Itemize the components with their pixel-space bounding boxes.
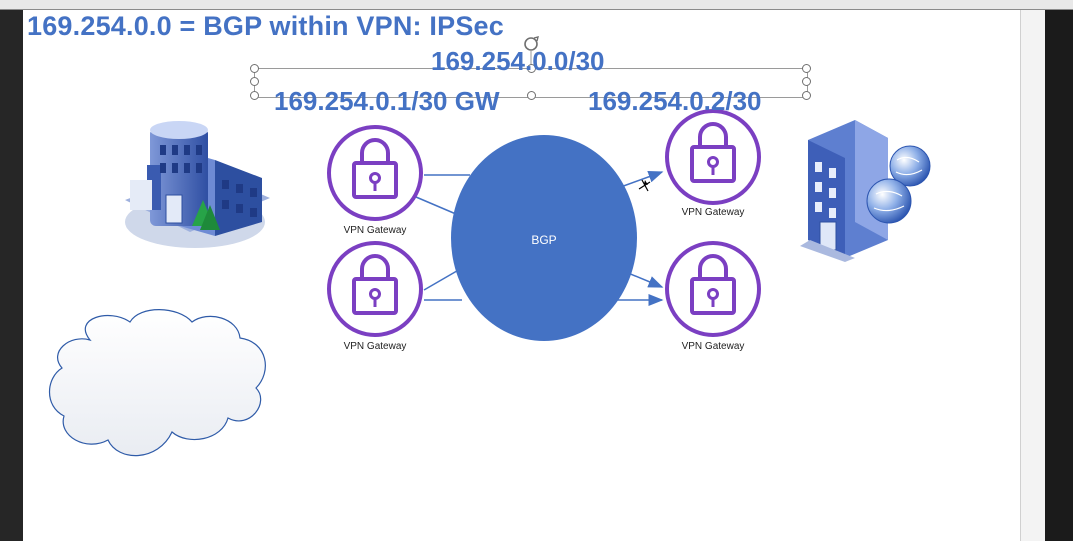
- lock-icon: [352, 254, 398, 315]
- peer-ip-label[interactable]: 169.254.0.2/30: [588, 86, 762, 116]
- mouse-cursor-icon: [638, 179, 651, 192]
- resize-handle[interactable]: [250, 64, 259, 73]
- resize-handle[interactable]: [802, 64, 811, 73]
- office-building-icon[interactable]: [125, 121, 270, 248]
- vpn-gateway-label: VPN Gateway: [343, 225, 407, 236]
- vpn-gateway-right-bottom[interactable]: [665, 241, 761, 337]
- canvas-gutter: [1020, 10, 1046, 541]
- top-ruler: [0, 0, 1073, 10]
- vpn-gateway-right-top[interactable]: [665, 109, 761, 205]
- page-title: 169.254.0.0 = BGP within VPN: IPSec: [27, 11, 504, 41]
- vertical-scrollbar[interactable]: [1045, 10, 1073, 541]
- lock-icon: [690, 254, 736, 315]
- lock-icon: [352, 138, 398, 199]
- cloud-shape[interactable]: [49, 309, 266, 457]
- vpn-gateway-label: VPN Gateway: [681, 341, 745, 352]
- bgp-circle[interactable]: [451, 135, 637, 341]
- bgp-label: BGP: [531, 233, 557, 247]
- globe-building-icon[interactable]: [800, 120, 931, 262]
- gateway-ip-label[interactable]: 169.254.0.1/30 GW: [274, 86, 500, 116]
- resize-handle[interactable]: [802, 91, 811, 100]
- vpn-gateway-label: VPN Gateway: [681, 207, 745, 218]
- resize-handle[interactable]: [250, 91, 259, 100]
- resize-handle[interactable]: [527, 64, 536, 73]
- vpn-gateway-left-top[interactable]: [327, 125, 423, 221]
- resize-handle[interactable]: [250, 77, 259, 86]
- subnet-label[interactable]: 169.254.0.0/30: [431, 46, 605, 76]
- resize-handle[interactable]: [802, 77, 811, 86]
- vpn-gateway-label: VPN Gateway: [343, 341, 407, 352]
- resize-handle[interactable]: [527, 91, 536, 100]
- vpn-gateway-left-bottom[interactable]: [327, 241, 423, 337]
- lock-icon: [690, 122, 736, 183]
